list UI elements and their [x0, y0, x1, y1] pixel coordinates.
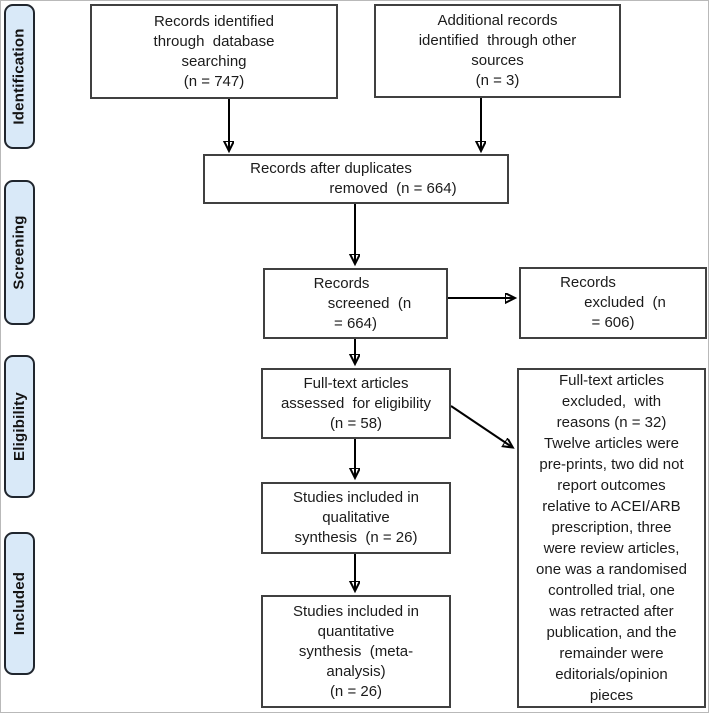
text-line: (n = 26) [329, 682, 383, 700]
text-line: Records identified [153, 12, 275, 30]
stage-text: Eligibility [11, 392, 28, 461]
text-line: prescription, three [551, 519, 672, 536]
text-line: report outcomes [557, 477, 666, 494]
text-line: through database [153, 32, 275, 50]
text-line: excluded, with [561, 393, 662, 410]
box-quantitative-synthesis: Studies included in quantitative synthes… [261, 595, 451, 708]
box-fulltext-assessed: Full-text articles assessed for eligibil… [261, 368, 451, 439]
text-line: remainder were [559, 645, 664, 662]
text-line: quantitative [317, 622, 395, 640]
text-line: controlled trial, one [548, 582, 675, 599]
arrow-fulltext-to-excluded-reasons [450, 405, 512, 447]
box-records-identified-database: Records identified through database sear… [90, 4, 338, 99]
stage-text: Included [11, 571, 28, 636]
text-line: assessed for eligibility [280, 394, 432, 412]
text-line: pre-prints, two did not [539, 456, 684, 473]
text-line: synthesis (n = 26) [294, 529, 418, 546]
text-line: = 606) [591, 314, 635, 331]
text-line: relative to ACEI/ARB [542, 498, 681, 515]
stage-text: Screening [11, 215, 29, 290]
stage-label-eligibility: Eligibility [4, 355, 35, 498]
text-line: screened (n [327, 294, 412, 312]
stage-label-screening: Screening [4, 180, 35, 325]
text-line: Records after duplicates [250, 160, 412, 177]
text-line: identified through other [418, 32, 577, 49]
text-line: synthesis (meta- [298, 642, 414, 660]
text-line: Full-text articles [558, 372, 665, 389]
stage-label-included: Included [4, 532, 35, 675]
text-line: Studies included in [293, 602, 419, 620]
stage-text: Identification [11, 28, 29, 125]
text-line: Records [560, 274, 616, 291]
text-line: Records [313, 274, 370, 292]
text-line: removed (n = 664) [329, 180, 457, 197]
box-records-excluded: Records excluded (n = 606) [519, 267, 707, 339]
text-line: was retracted after [549, 603, 674, 620]
text-line: (n = 3) [475, 72, 520, 89]
text-line: excluded (n [584, 294, 666, 311]
text-line: searching [181, 52, 247, 70]
box-records-after-duplicates: Records after duplicates removed (n = 66… [203, 154, 509, 204]
text-line: publication, and the [546, 624, 677, 641]
text-line: qualitative [322, 509, 390, 526]
text-line: pieces [589, 687, 634, 704]
text-line: sources [471, 52, 524, 69]
text-line: (n = 747) [183, 72, 245, 90]
text-line: editorials/opinion [555, 666, 668, 683]
text-line: (n = 58) [329, 414, 383, 432]
box-fulltext-excluded-reasons: Full-text articles excluded, with reason… [517, 368, 706, 708]
text-line: Studies included in [293, 489, 419, 506]
text-line: Additional records [437, 12, 558, 29]
box-qualitative-synthesis: Studies included in qualitative synthesi… [261, 482, 451, 554]
text-line: = 664) [334, 314, 377, 332]
text-line: one was a randomised [536, 561, 687, 578]
text-line: Twelve articles were [543, 435, 680, 452]
stage-label-identification: Identification [4, 4, 35, 149]
box-records-screened: Records screened (n = 664) [263, 268, 448, 339]
box-additional-records-other-sources: Additional records identified through ot… [374, 4, 621, 98]
text-line: were review articles, [543, 540, 680, 557]
text-line: Full-text articles [303, 374, 409, 392]
text-line: reasons (n = 32) [556, 414, 667, 431]
text-line: analysis) [326, 662, 386, 680]
